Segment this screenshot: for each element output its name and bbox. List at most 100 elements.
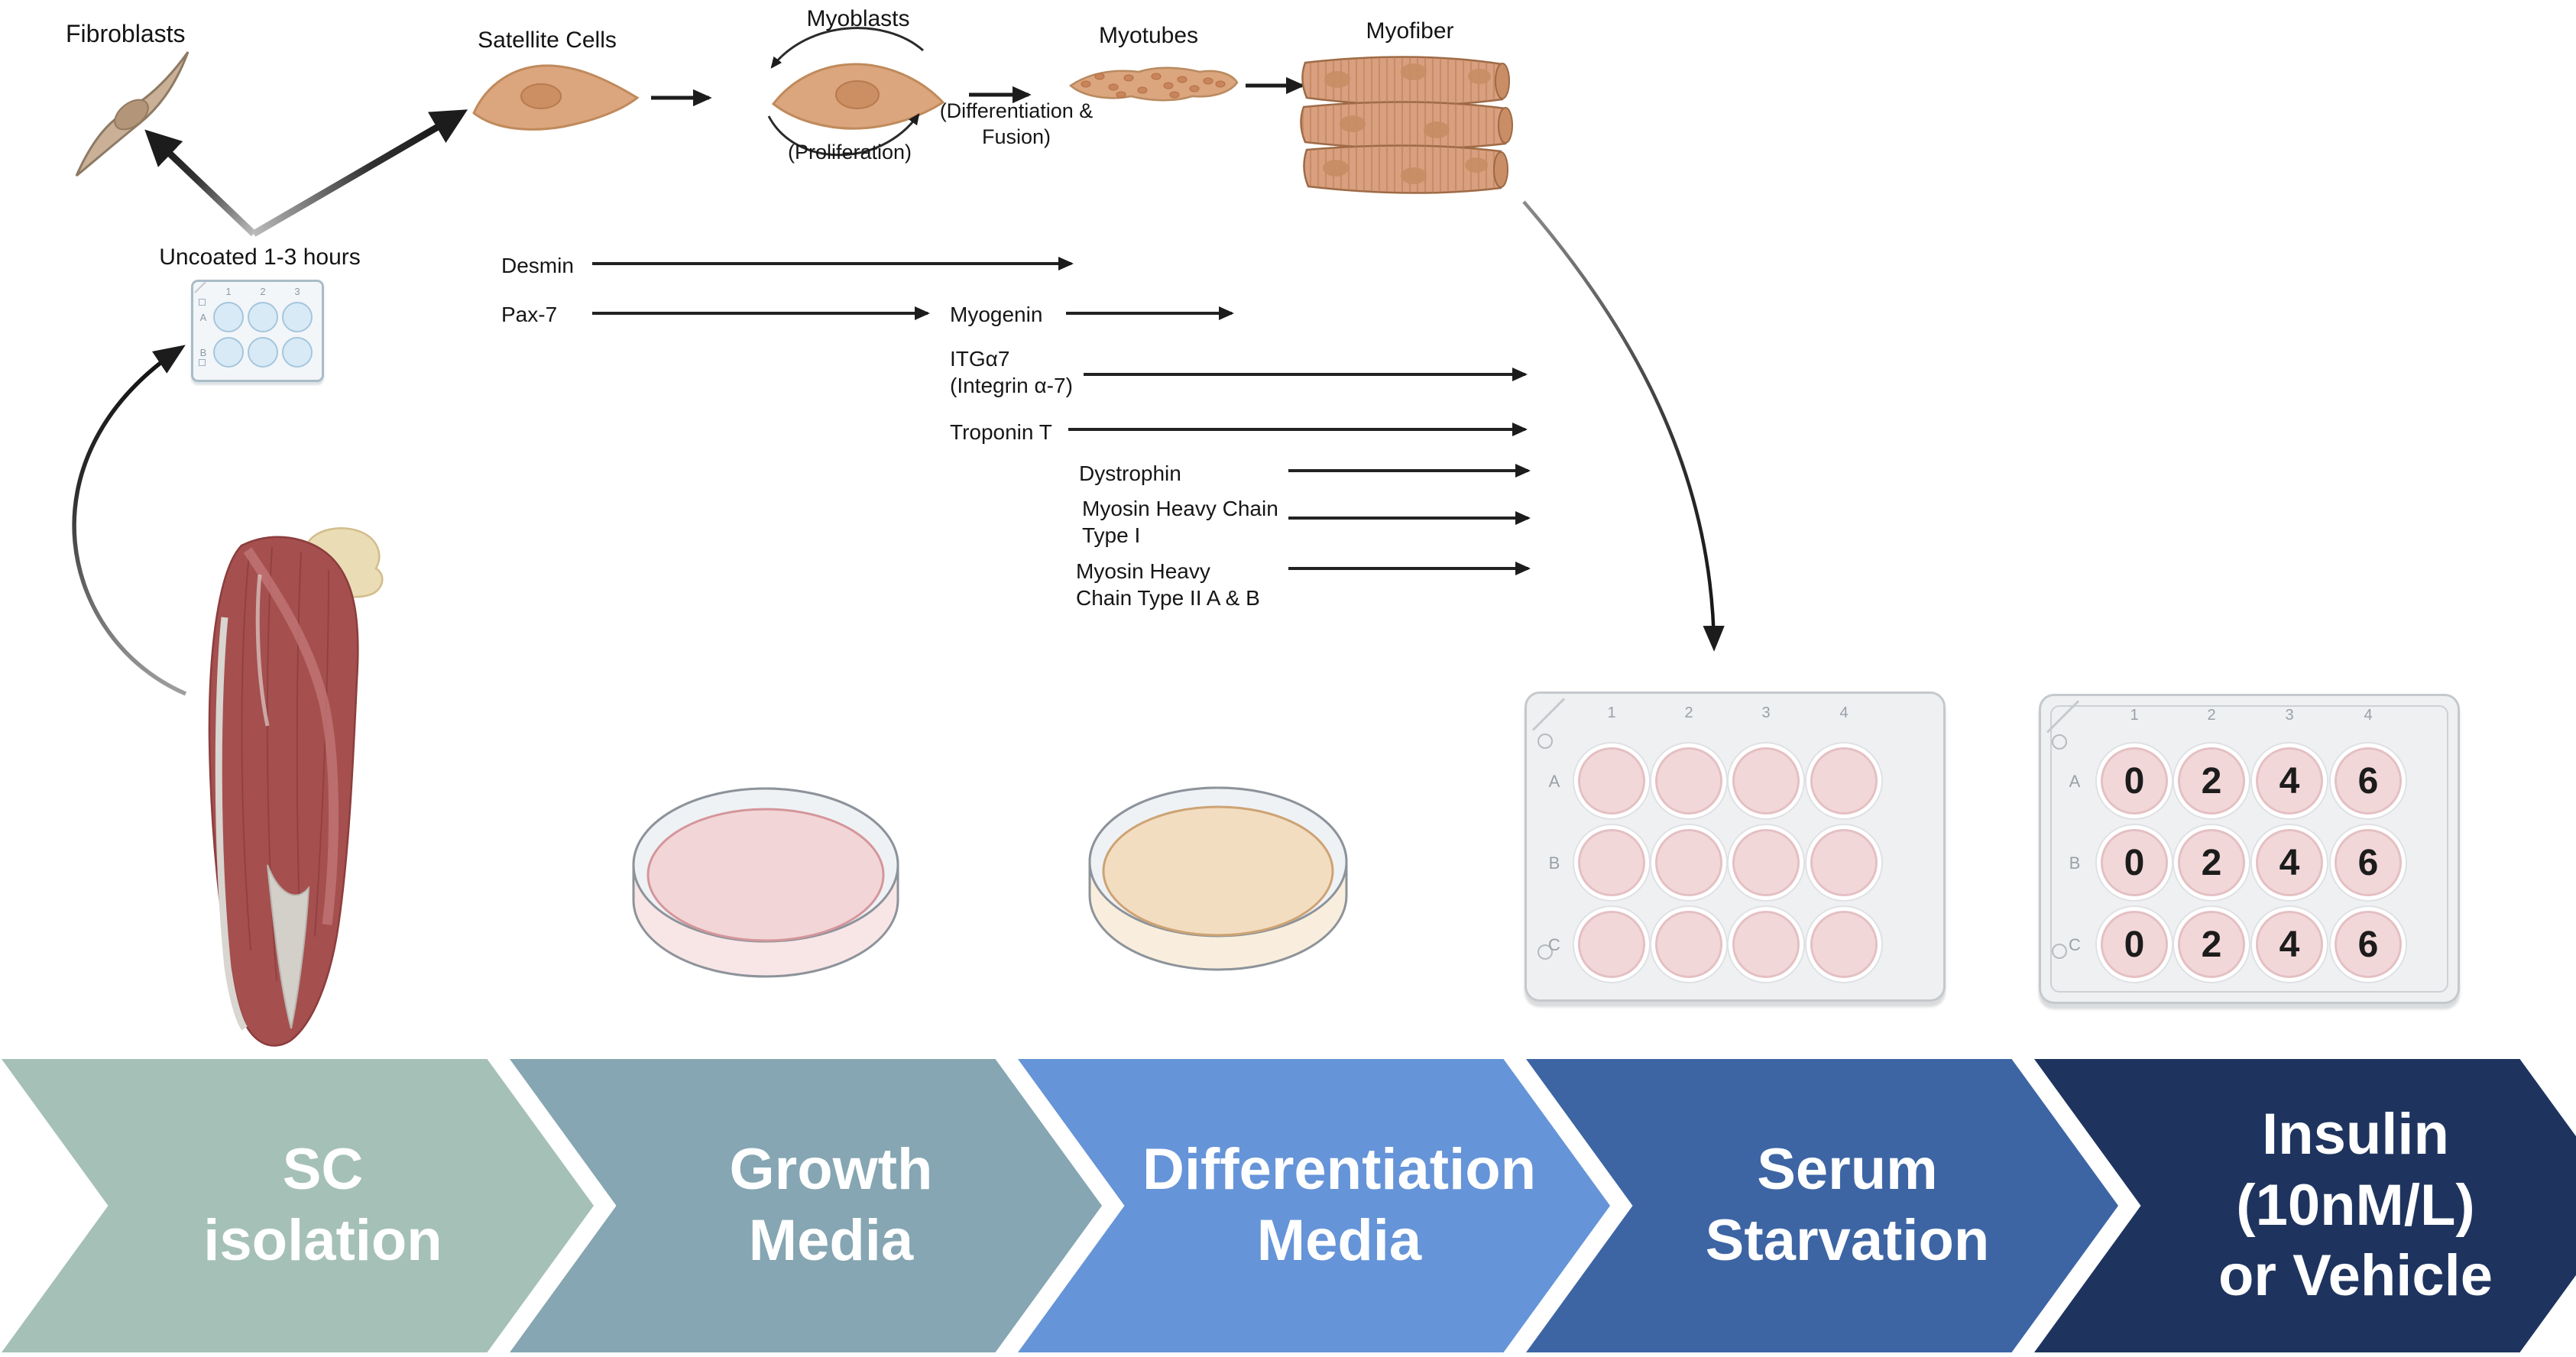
satellite-cell [472, 64, 640, 131]
plate-mark [199, 359, 206, 366]
arrow-to-fibroblasts [144, 129, 257, 237]
well-hour-6: 6 [2335, 747, 2402, 815]
insulin-timepoint-plate: 1 2 3 4 A B C 0 2 4 6 0 2 4 6 0 2 4 6 [2039, 694, 2460, 1004]
well-hour-0: 0 [2101, 747, 2168, 815]
desmin-label: Desmin [501, 254, 574, 277]
well [1578, 829, 1645, 896]
row-label: A [199, 312, 207, 323]
plate-notch [2046, 700, 2080, 734]
arrow-to-satellite-cells [251, 109, 468, 237]
well-hour-4: 4 [2256, 747, 2323, 815]
row-label: C [2069, 935, 2081, 954]
growth-media-dish [632, 787, 899, 978]
myofiber-end-cap [1498, 107, 1513, 144]
muscle-mass [208, 536, 359, 1047]
chevron-growth-media: Growth Media [510, 1059, 1102, 1352]
arrow-muscle-to-plate [72, 345, 187, 696]
sartorius-band [243, 547, 339, 925]
well-hour-6: 6 [2335, 829, 2402, 896]
row-label: A [2069, 772, 2081, 791]
plate-mark [1537, 734, 1553, 749]
fibroblast-nucleus [114, 99, 149, 131]
row-label: A [1548, 772, 1560, 791]
row-label: B [1548, 853, 1560, 873]
myofiber-label: Myofiber [1366, 18, 1454, 44]
well-hour-0: 0 [2101, 829, 2168, 896]
mhc-type1-label: Myosin Heavy Chain Type I [1082, 497, 1278, 547]
myofiber-end-cap [1493, 151, 1508, 188]
well [282, 302, 313, 332]
well [1655, 911, 1722, 978]
troponin-label: Troponin T [950, 420, 1052, 444]
well [248, 337, 278, 368]
col-label: 2 [2207, 707, 2216, 724]
well [1810, 747, 1878, 815]
plate-mark [2052, 734, 2067, 750]
col-label: 1 [2130, 707, 2139, 724]
dystrophin-label: Dystrophin [1079, 462, 1181, 485]
col-label: 3 [2285, 707, 2294, 724]
fibroblast-cell [75, 51, 190, 177]
well [248, 302, 278, 332]
pax7-label: Pax-7 [501, 303, 558, 326]
well [282, 337, 313, 368]
well-hour-4: 4 [2256, 911, 2323, 978]
col-label: 4 [2364, 707, 2373, 724]
well [1810, 829, 1878, 896]
plate-mark [2052, 944, 2067, 959]
arrow-myofiber-to-plate [1522, 200, 1725, 652]
col-label: 2 [260, 286, 266, 297]
well [1732, 829, 1800, 896]
col-label: 4 [1839, 704, 1849, 721]
myoblasts-label: Myoblasts [806, 6, 910, 31]
satellite-cell-nucleus [520, 83, 562, 109]
row-label: B [2069, 853, 2081, 873]
myogenin-label: Myogenin [950, 303, 1043, 326]
well [1732, 747, 1800, 815]
plate-notch [1531, 698, 1566, 731]
fibroblasts-label: Fibroblasts [66, 20, 186, 47]
well [1732, 911, 1800, 978]
well-hour-2: 2 [2178, 911, 2245, 978]
uncoated-label: Uncoated 1-3 hours [159, 245, 361, 270]
col-label: 1 [225, 286, 232, 297]
proliferation-arc-bottom [767, 113, 920, 157]
myotube-nuclei [1081, 73, 1226, 99]
mhc-type2-label: Myosin Heavy Chain Type II A & B [1076, 559, 1260, 610]
myofiber-nuclei [1323, 63, 1491, 184]
well [213, 337, 244, 368]
lateral-tendon [215, 617, 248, 1031]
satellite-cells-label: Satellite Cells [478, 28, 617, 53]
differentiation-media-dish [1088, 786, 1348, 971]
col-label: 1 [1607, 704, 1616, 721]
well-hour-0: 0 [2101, 911, 2168, 978]
twelve-well-plate: 1 2 3 4 A B C [1525, 691, 1946, 1002]
proliferation-arc-top [770, 27, 924, 69]
row-label: C [1548, 935, 1560, 954]
well-hour-2: 2 [2178, 829, 2245, 896]
muscle-illustration [208, 527, 384, 1047]
muscle-highlight [255, 574, 270, 727]
myofiber-bundle [1300, 56, 1513, 194]
well-hour-6: 6 [2335, 911, 2402, 978]
well-hour-4: 4 [2256, 829, 2323, 896]
marker-arrows [592, 257, 1531, 575]
itga7-label: ITGα7 (Integrin α-7) [950, 347, 1073, 397]
distal-tendon [267, 864, 310, 1029]
six-well-plate: 1 2 3 A B [191, 280, 324, 382]
myofiber-end-cap [1495, 63, 1510, 99]
well [1655, 747, 1722, 815]
tan-media [1102, 805, 1334, 937]
plate-mark [199, 299, 206, 306]
differentiation-fusion-label: (Differentiation & Fusion) [939, 99, 1094, 148]
proliferation-label: (Proliferation) [787, 141, 912, 164]
myoblast-nucleus [835, 80, 880, 109]
plate-mark [1537, 944, 1553, 960]
myoblast-cell [771, 63, 945, 130]
col-label: 2 [1684, 704, 1693, 721]
well [1578, 911, 1645, 978]
col-label: 3 [1761, 704, 1771, 721]
myotubes-label: Myotubes [1098, 23, 1199, 48]
myotube-cell [1068, 66, 1239, 102]
